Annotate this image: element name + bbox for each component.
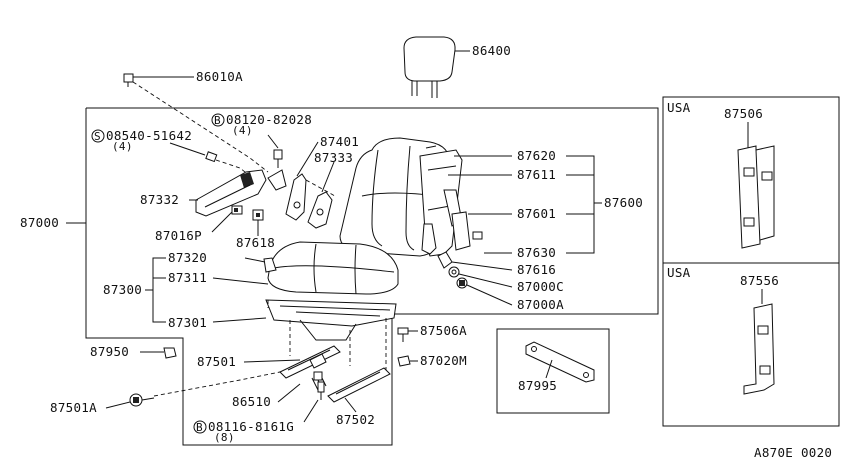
label-87501: 87501 [197,354,236,369]
label-87000C: 87000C [517,279,564,294]
label-87616: 87616 [517,262,556,277]
bracket-87995 [525,341,595,383]
label-87950: 87950 [90,344,129,359]
label-87630: 87630 [517,245,556,260]
seat-cushion [263,241,399,295]
label-bolt-08120-82028: 08120-82028 [226,112,312,127]
panel-87556 [743,303,775,395]
usa-label-top: USA [667,100,691,115]
bolt-08120-82028 [273,149,283,168]
bolt-prefix-b2: B [196,421,203,434]
panel-87506 [737,145,775,249]
screw-prefix-s1: S [94,130,101,143]
diagram-code: A870E 0020 [754,445,832,460]
cushion-frame-87301 [265,299,397,341]
label-87401: 87401 [320,134,359,149]
screw-08540-51642 [205,151,218,163]
bolt-87000A [456,277,468,289]
usa-label-bottom: USA [667,265,691,280]
label-87601: 87601 [517,206,556,221]
knob-87016P [231,205,243,215]
label-86010A: 86010A [196,69,243,84]
bracket-87333 [307,191,333,229]
label-87320: 87320 [168,250,207,265]
bolt-08116-8161G [317,381,325,400]
screw-86010A [123,73,134,87]
hinge-87616 [437,251,453,269]
label-87311: 87311 [168,270,207,285]
label-87332: 87332 [140,192,179,207]
label-87000-group: 87000 [20,215,59,230]
label-87016P: 87016P [155,228,202,243]
slide-rail-87501 [279,345,341,379]
panel-87630 [451,211,483,251]
label-87502: 87502 [336,412,375,427]
clip-87950 [163,347,177,359]
label-bolt-08116-8161G: 08116-8161G [208,419,294,434]
label-86400: 86400 [472,43,511,58]
label-87506: 87506 [724,106,763,121]
label-87020M: 87020M [420,353,467,368]
label-87600-group: 87600 [604,195,643,210]
label-87333: 87333 [314,150,353,165]
headrest [403,36,456,98]
seat-back-frame [419,149,463,257]
label-screw-08540-51642: 08540-51642 [106,128,192,143]
rail-87502 [327,367,391,403]
washer-87000C [448,266,460,278]
part-87995-frame [496,328,610,414]
label-87000A: 87000A [517,297,564,312]
qty-bolt-08120-82028: (4) [232,124,253,137]
clip-87020M [397,355,411,367]
label-87300-group: 87300 [103,282,142,297]
clip-87506A [397,327,409,342]
usa-inset-frame [662,96,840,427]
label-87506A: 87506A [420,323,467,338]
label-87301: 87301 [168,315,207,330]
qty-screw-08540-51642: (4) [112,140,133,153]
main-assembly-frame [85,107,659,446]
clip-87618 [252,209,264,221]
side-cover-87332 [195,169,267,217]
label-87611: 87611 [517,167,556,182]
label-87620: 87620 [517,148,556,163]
label-86510: 86510 [232,394,271,409]
recliner-bracket-87401 [267,169,307,221]
label-87995: 87995 [518,378,557,393]
qty-bolt-08116-8161G: (8) [214,431,235,444]
bolt-prefix-b1: B [214,114,221,127]
label-87501A: 87501A [50,400,97,415]
label-87556: 87556 [740,273,779,288]
cap-87501A [129,393,155,407]
label-87618: 87618 [236,235,275,250]
